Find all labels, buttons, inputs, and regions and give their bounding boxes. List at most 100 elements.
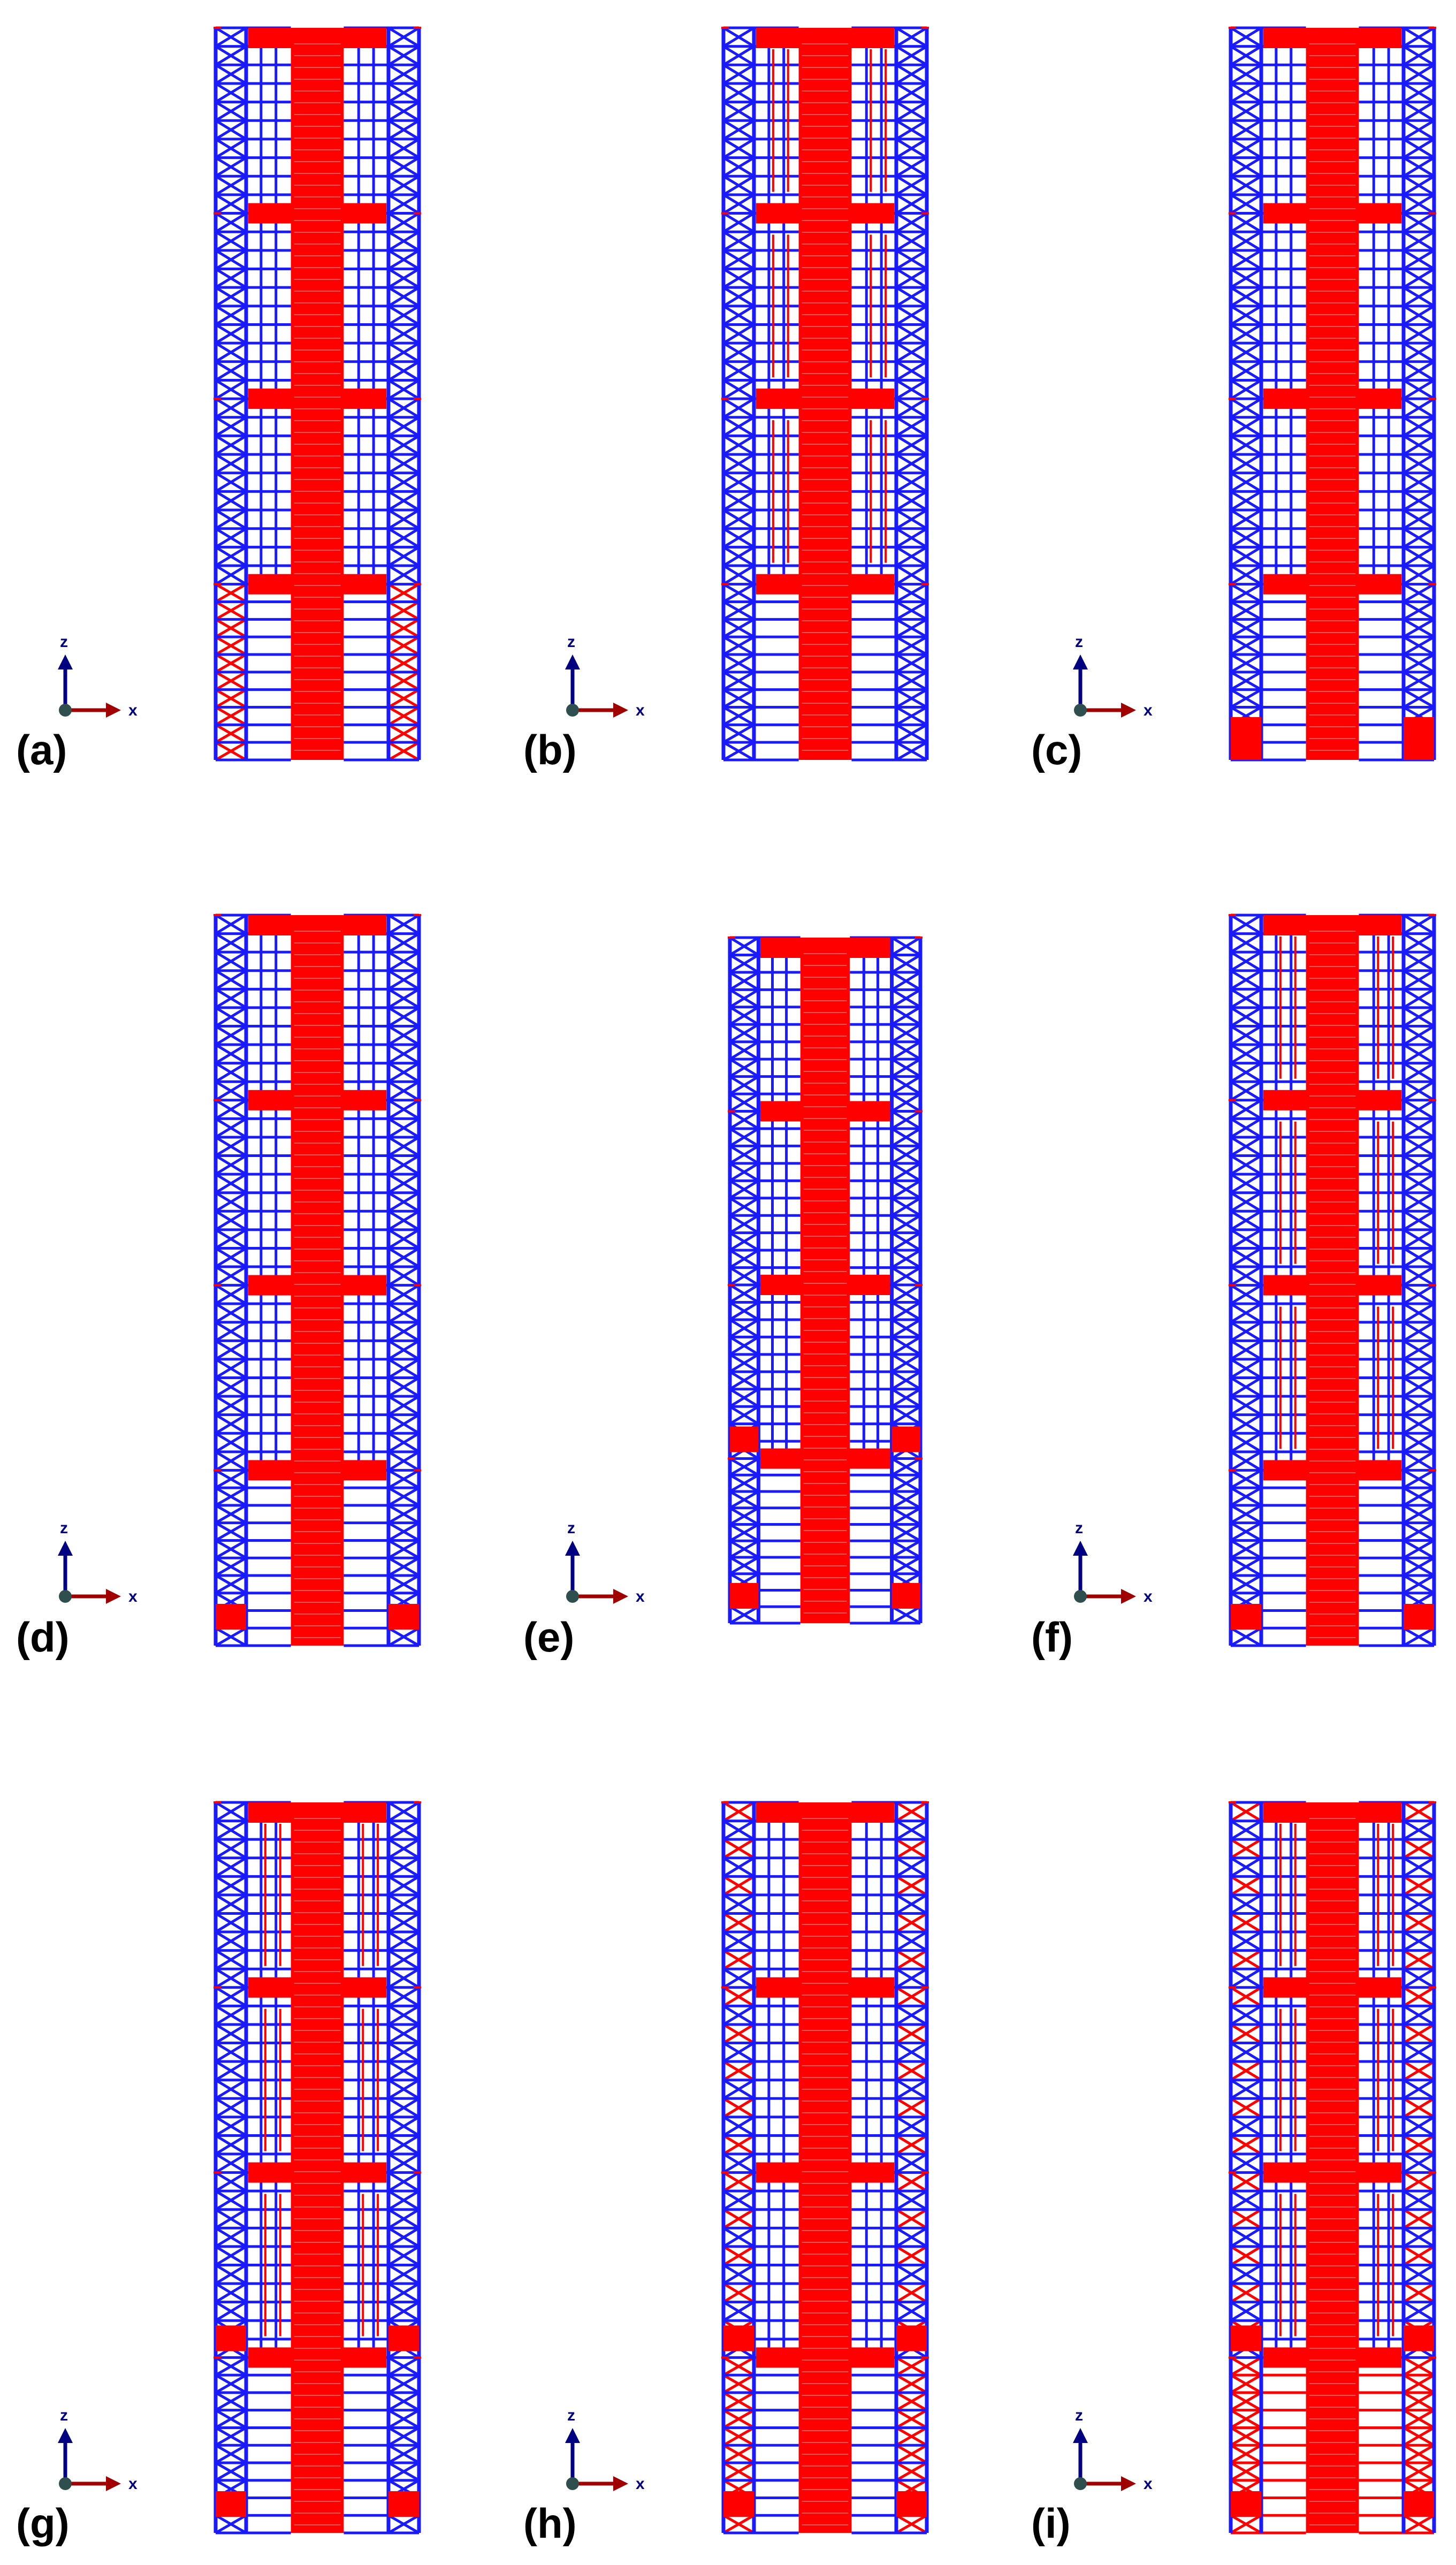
- x-brace: [1230, 2245, 1262, 2266]
- x-brace: [215, 2152, 247, 2174]
- x-brace: [1230, 231, 1262, 252]
- x-brace: [1230, 2301, 1262, 2322]
- x-brace: [387, 951, 420, 972]
- x-brace: [722, 82, 755, 103]
- x-brace: [1230, 2356, 1262, 2377]
- x-brace: [1402, 1062, 1435, 1083]
- panel-label: (e): [523, 1613, 574, 1661]
- x-brace: [1230, 1136, 1262, 1157]
- x-brace: [215, 969, 247, 991]
- x-brace: [1402, 653, 1435, 674]
- x-brace: [722, 618, 755, 638]
- x-brace: [891, 1214, 921, 1234]
- base-block: [1404, 2491, 1434, 2517]
- x-brace: [895, 471, 928, 493]
- x-brace: [1230, 1358, 1262, 1379]
- x-brace: [722, 193, 755, 215]
- x-brace: [722, 583, 755, 603]
- x-brace: [215, 416, 247, 437]
- x-brace: [215, 1191, 247, 1213]
- x-brace: [387, 305, 420, 326]
- x-arrowhead: [1121, 703, 1136, 718]
- x-brace: [1402, 1838, 1435, 1859]
- x-brace: [1230, 618, 1262, 638]
- x-brace: [891, 1266, 921, 1287]
- x-brace: [387, 1912, 420, 1934]
- x-brace: [895, 249, 928, 270]
- x-brace: [895, 1968, 928, 1989]
- x-brace: [722, 156, 755, 178]
- x-brace: [1230, 988, 1262, 1009]
- x-brace: [1230, 1949, 1262, 1970]
- x-brace: [1230, 932, 1262, 954]
- x-brace: [387, 1838, 420, 1859]
- x-brace: [387, 618, 420, 638]
- x-brace: [1230, 2079, 1262, 2100]
- x-brace: [1402, 2245, 1435, 2266]
- x-brace: [895, 453, 928, 474]
- x-brace: [722, 231, 755, 252]
- x-brace: [215, 1228, 247, 1250]
- x-brace: [895, 1930, 928, 1952]
- x-brace: [729, 1540, 759, 1559]
- x-brace: [722, 2514, 755, 2534]
- x-brace: [1230, 1875, 1262, 1897]
- frame-panel-i: zx(i): [1031, 1801, 1436, 2547]
- x-brace: [1402, 1486, 1435, 1507]
- x-brace: [1402, 1627, 1435, 1647]
- x-brace: [722, 490, 755, 512]
- x-brace: [215, 453, 247, 474]
- x-brace: [1230, 435, 1262, 456]
- x-brace: [891, 1490, 921, 1509]
- frame-panel-f: zx(f): [1031, 914, 1436, 1661]
- x-brace: [215, 249, 247, 270]
- x-brace: [215, 1154, 247, 1176]
- x-brace: [729, 1490, 759, 1509]
- coordinate-axes-icon: zx: [58, 633, 138, 719]
- x-brace: [1230, 1099, 1262, 1120]
- x-brace: [1230, 1469, 1262, 1489]
- x-brace: [215, 1486, 247, 1507]
- x-brace: [215, 1413, 247, 1435]
- x-brace: [1402, 508, 1435, 530]
- x-brace: [215, 1117, 247, 1139]
- x-brace: [895, 1949, 928, 1970]
- x-brace: [729, 1092, 759, 1113]
- x-brace: [722, 45, 755, 66]
- x-brace: [729, 1075, 759, 1095]
- x-brace: [215, 636, 247, 656]
- x-brace: [215, 1339, 247, 1361]
- x-brace: [387, 1136, 420, 1157]
- origin-dot: [59, 1590, 72, 1603]
- x-brace: [387, 741, 420, 762]
- x-brace: [1230, 1539, 1262, 1559]
- x-brace: [722, 305, 755, 326]
- x-brace: [722, 564, 755, 585]
- x-brace: [1402, 1339, 1435, 1361]
- x-brace: [215, 26, 247, 48]
- x-brace: [1402, 564, 1435, 585]
- x-brace: [215, 1574, 247, 1594]
- x-brace: [387, 101, 420, 122]
- frame-panel-d: zx(d): [16, 914, 421, 1661]
- x-brace: [891, 1318, 921, 1338]
- x-brace: [891, 1556, 921, 1575]
- x-brace: [895, 2282, 928, 2303]
- x-brace: [895, 323, 928, 345]
- x-brace: [215, 724, 247, 744]
- x-brace: [387, 1025, 420, 1046]
- x-brace: [895, 2190, 928, 2211]
- x-brace: [1402, 1450, 1435, 1472]
- coordinate-axes-icon: zx: [1073, 2407, 1153, 2493]
- x-brace: [729, 1127, 759, 1147]
- x-brace: [722, 2060, 755, 2081]
- x-brace: [895, 2134, 928, 2156]
- x-brace: [1402, 1043, 1435, 1064]
- z-arrowhead: [565, 1541, 580, 1556]
- x-brace: [1402, 453, 1435, 474]
- x-brace: [215, 2115, 247, 2137]
- x-brace: [387, 2134, 420, 2156]
- x-brace: [215, 618, 247, 638]
- x-brace: [729, 1110, 759, 1130]
